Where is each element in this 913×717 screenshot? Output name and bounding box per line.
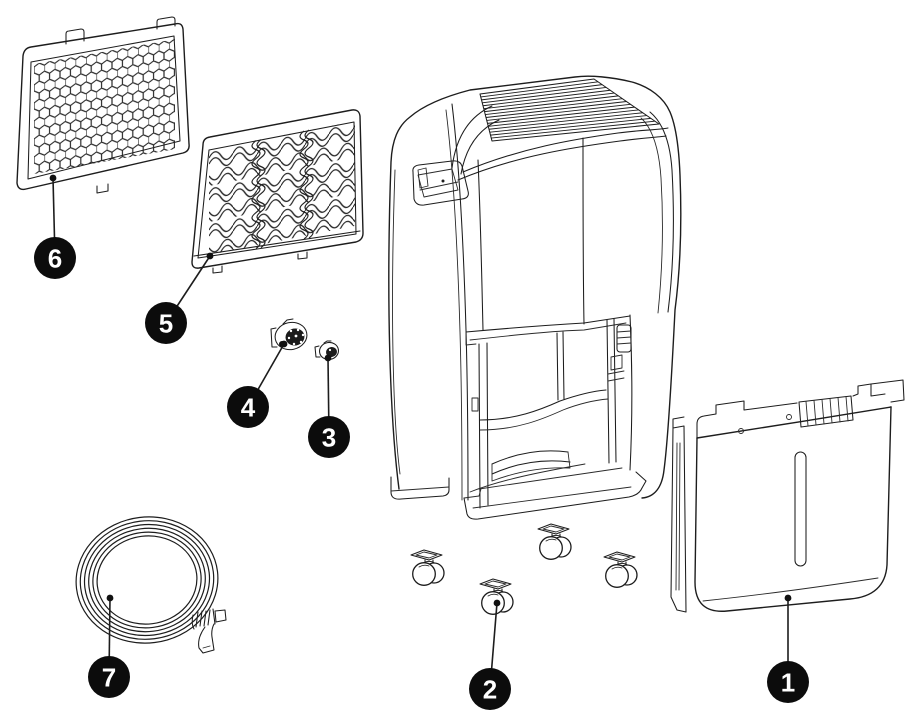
svg-text:5: 5 xyxy=(159,308,173,338)
air-outlet-grille xyxy=(480,81,655,139)
base-tray xyxy=(463,467,647,520)
callout-1: 1 xyxy=(767,594,809,703)
svg-text:4: 4 xyxy=(241,392,256,422)
air-filter xyxy=(191,109,364,274)
drain-plug xyxy=(314,340,339,361)
water-tank xyxy=(670,379,905,613)
callout-4: 4 xyxy=(227,340,288,428)
callout-6: 6 xyxy=(34,174,76,279)
svg-text:7: 7 xyxy=(102,662,116,692)
callout-7: 7 xyxy=(88,594,130,698)
callout-layer: 1 2 3 4 5 6 7 xyxy=(34,174,809,710)
dehumidifier-body xyxy=(388,75,682,520)
caster-wheel xyxy=(410,549,445,586)
svg-text:1: 1 xyxy=(781,667,795,697)
caster-wheel xyxy=(603,551,638,588)
callout-2: 2 xyxy=(469,599,511,710)
water-level-window xyxy=(794,451,807,567)
tank-latch-spring xyxy=(607,324,632,382)
svg-text:3: 3 xyxy=(322,422,336,452)
callout-3: 3 xyxy=(308,354,350,458)
caster-wheels xyxy=(410,523,638,615)
callout-5: 5 xyxy=(145,252,214,344)
svg-text:6: 6 xyxy=(48,243,62,273)
caster-wheel xyxy=(537,523,572,560)
drain-hose-adapter-cap xyxy=(270,318,308,351)
filter-grille-cover xyxy=(16,16,190,194)
drain-hose xyxy=(75,516,227,654)
hose-fitting xyxy=(191,608,227,654)
pump-pedestal xyxy=(469,450,586,493)
svg-text:2: 2 xyxy=(483,674,497,704)
side-handle xyxy=(412,160,469,206)
